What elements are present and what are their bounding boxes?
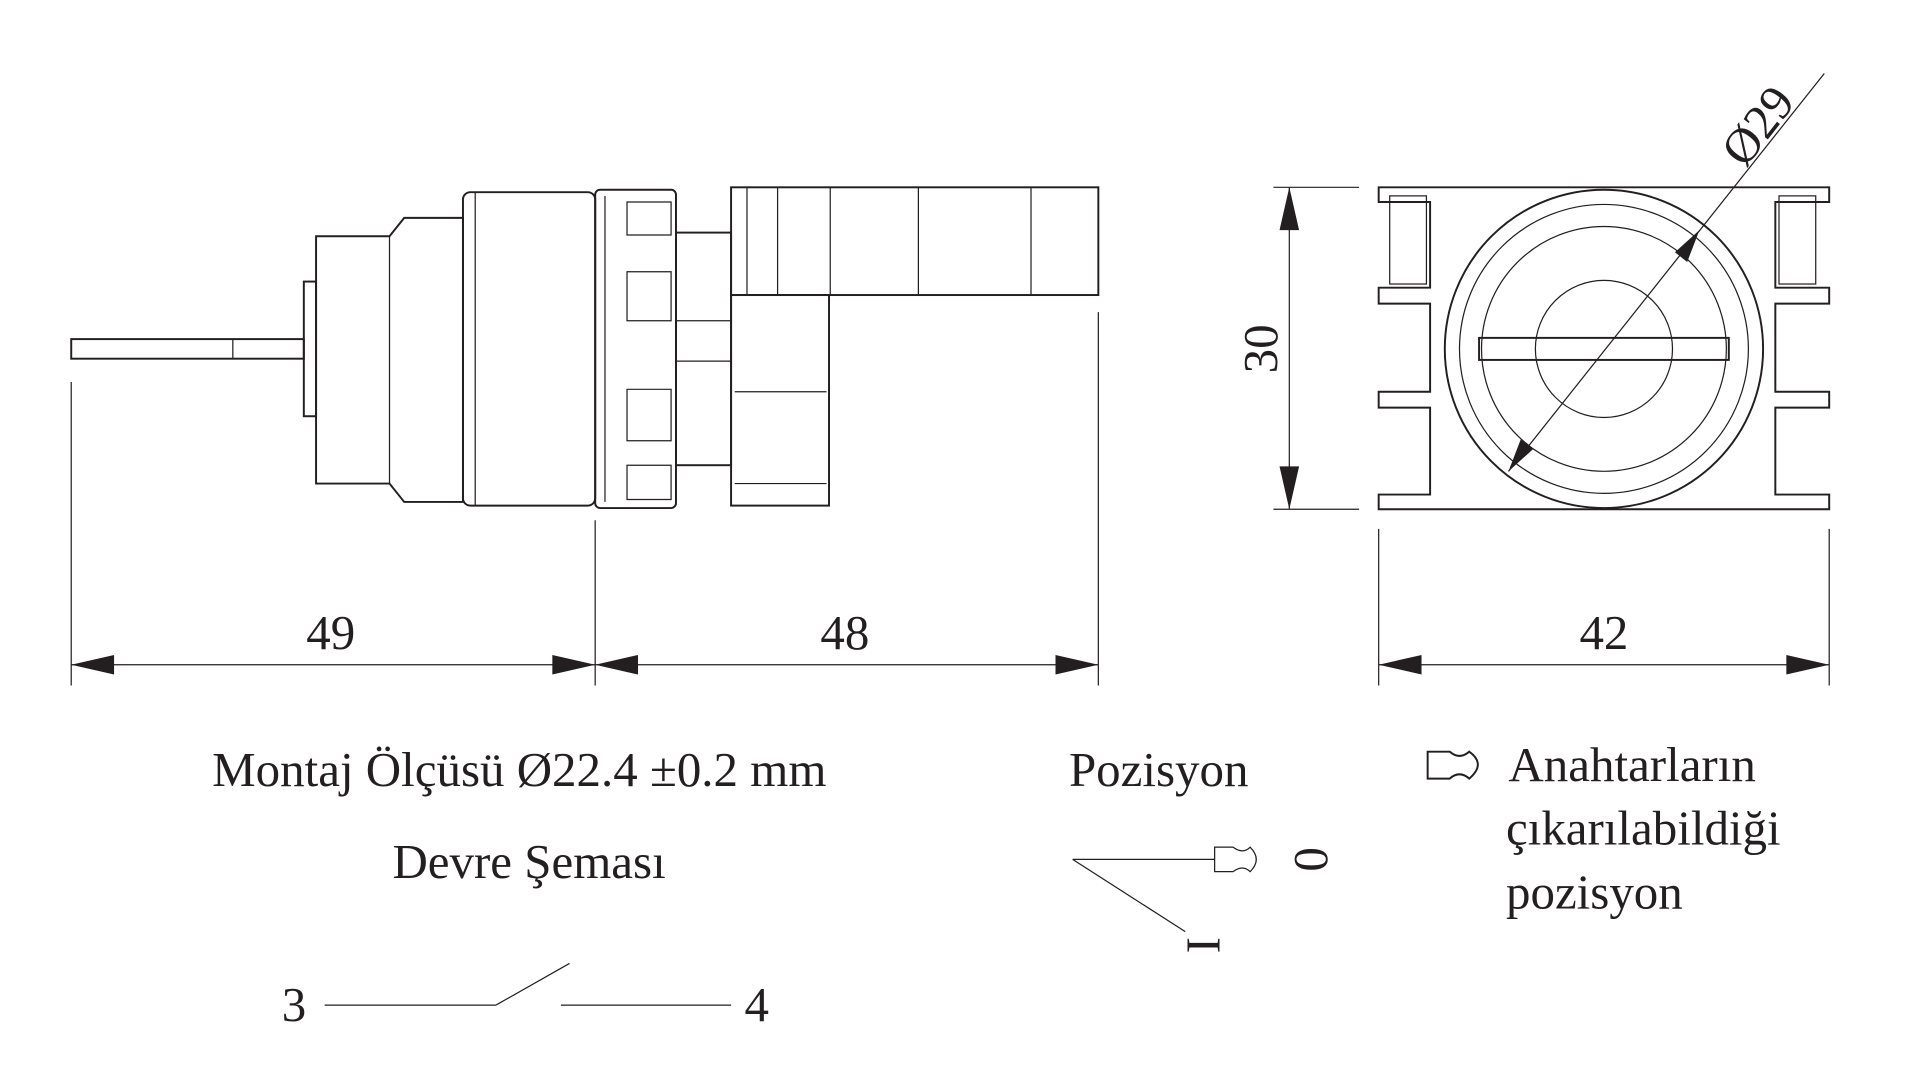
dimension-30: 30	[1233, 324, 1288, 373]
dimension-42: 42	[1579, 605, 1628, 660]
position-title: Pozisyon	[1069, 742, 1249, 797]
terminal-4: 4	[745, 977, 769, 1032]
legend-line-1: Anahtarların	[1508, 737, 1755, 792]
front-view: Ø29 30 42	[1233, 73, 1831, 686]
terminal-3: 3	[282, 977, 306, 1032]
dimension-diameter-29: Ø29	[1710, 75, 1805, 175]
position-1: I	[1177, 937, 1232, 953]
key-removable-icon	[1426, 750, 1479, 780]
position-diagram: Pozisyon 0 I	[1069, 742, 1339, 953]
legend-line-3: pozisyon	[1506, 864, 1683, 919]
side-dimensions: 49 48	[70, 312, 1099, 686]
legend: Anahtarların çıkarılabildiği pozisyon	[1426, 737, 1781, 919]
dimension-48: 48	[820, 605, 869, 660]
legend-line-2: çıkarılabildiği	[1506, 801, 1781, 856]
circuit-title: Devre Şeması	[392, 834, 665, 889]
position-0: 0	[1284, 847, 1339, 871]
mounting-note: Montaj Ölçüsü Ø22.4 ±0.2 mm	[212, 742, 826, 797]
dimension-49: 49	[306, 605, 355, 660]
circuit-diagram: 3 4	[282, 962, 769, 1032]
key-removable-icon	[1214, 846, 1257, 873]
side-view	[70, 186, 1100, 510]
